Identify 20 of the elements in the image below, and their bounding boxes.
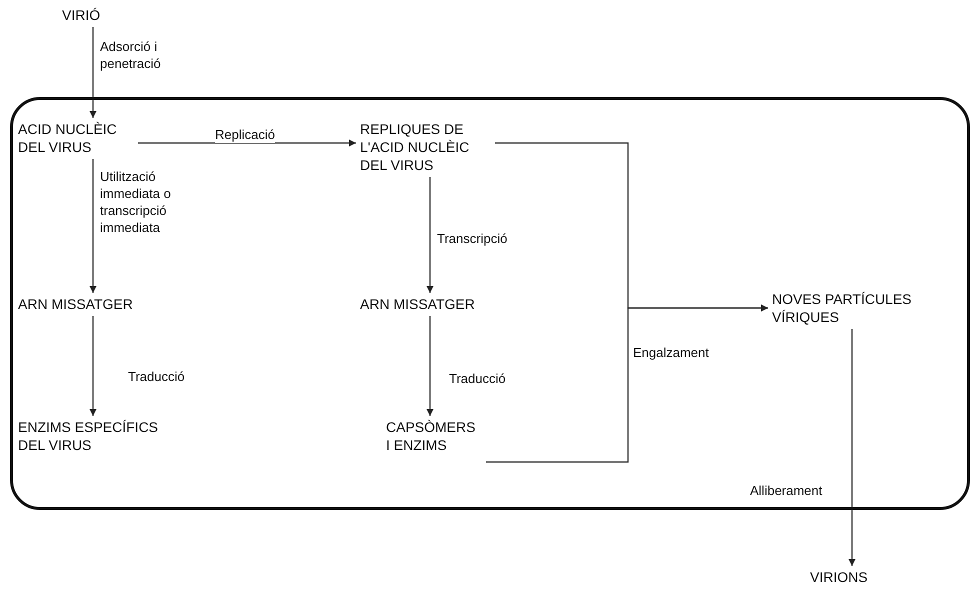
node-label: NOVES PARTÍCULES VÍRIQUES (772, 290, 913, 326)
node-label: ACID NUCLÈIC DEL VIRUS (18, 120, 118, 156)
node-label: CAPSÒMERS I ENZIMS (386, 418, 476, 454)
arrow (848, 329, 856, 566)
node-label: VIRIONS (810, 568, 869, 586)
node-label: VIRIÓ (62, 6, 102, 24)
arrow (90, 27, 96, 118)
rounded-frame (10, 97, 970, 510)
arrow (426, 177, 434, 293)
arrow (90, 316, 96, 416)
arrow (426, 316, 434, 416)
node-label: REPLIQUES DE L'ACID NUCLÈIC DEL VIRUS (360, 120, 470, 174)
node-label: ENZIMS ESPECÍFICS DEL VIRUS (18, 418, 160, 454)
arrow (90, 159, 96, 293)
node-label: ARN MISSATGER (360, 295, 476, 313)
arrow (138, 140, 356, 146)
arrow (486, 304, 768, 463)
node-label: ARN MISSATGER (18, 295, 134, 313)
edge-label: Transcripció (437, 230, 508, 247)
edge-label: Replicació (215, 126, 275, 143)
